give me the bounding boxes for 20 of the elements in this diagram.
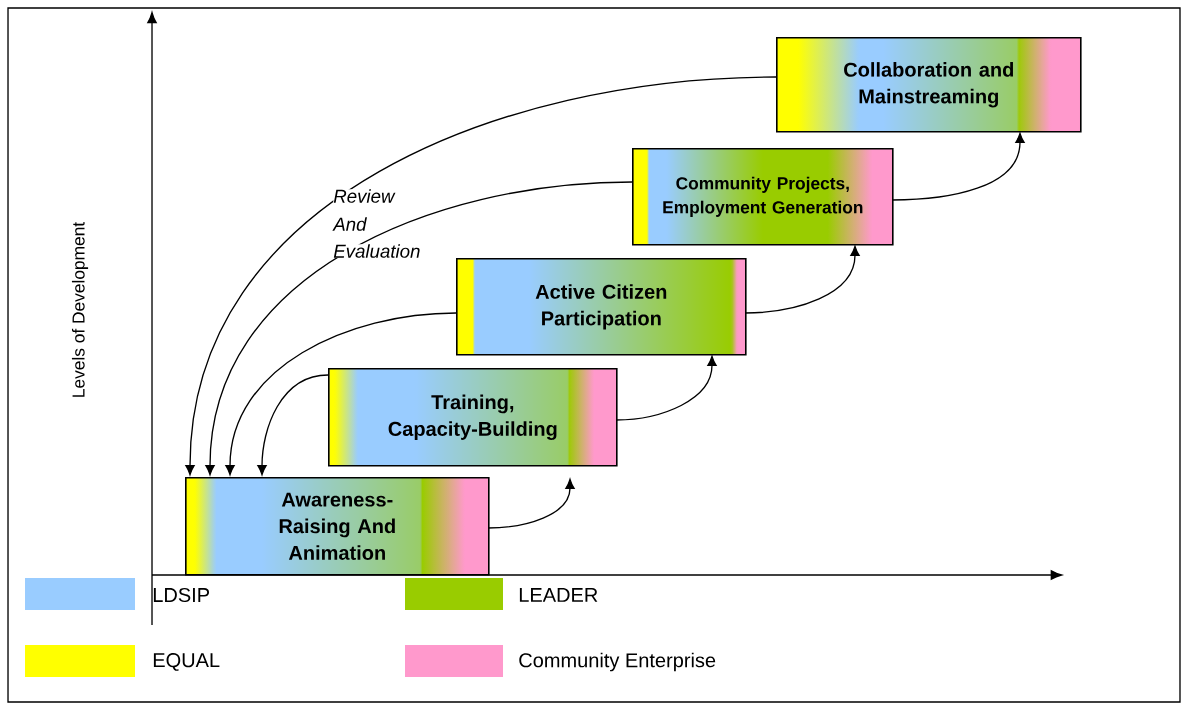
stage-box: Awareness-Raising And Animation — [185, 477, 490, 576]
stage-box: Active Citizen Participation — [456, 258, 747, 356]
axis-title: Levels of Development — [71, 222, 89, 397]
curved-arrow — [891, 132, 1025, 201]
annotation-text: Evaluation — [333, 244, 421, 258]
legend-label: LDSIP — [153, 587, 209, 603]
annotation-text: And — [332, 217, 367, 231]
legend-label: EQUAL — [153, 653, 220, 671]
curved-arrow — [615, 355, 717, 421]
legend-label: Community Enterprise — [519, 652, 716, 672]
curved-arrow — [225, 312, 457, 476]
curved-arrow — [205, 181, 633, 476]
annotation-text: Review — [333, 189, 396, 203]
curved-arrow — [185, 76, 777, 476]
stage-box: Collaboration and Mainstreaming — [776, 37, 1082, 133]
stage-box: Training, Capacity-Building — [328, 368, 618, 467]
legend-label: LEADER — [519, 588, 598, 602]
curved-arrow — [257, 374, 329, 476]
curved-arrow — [487, 478, 575, 529]
curved-arrow — [744, 245, 860, 314]
